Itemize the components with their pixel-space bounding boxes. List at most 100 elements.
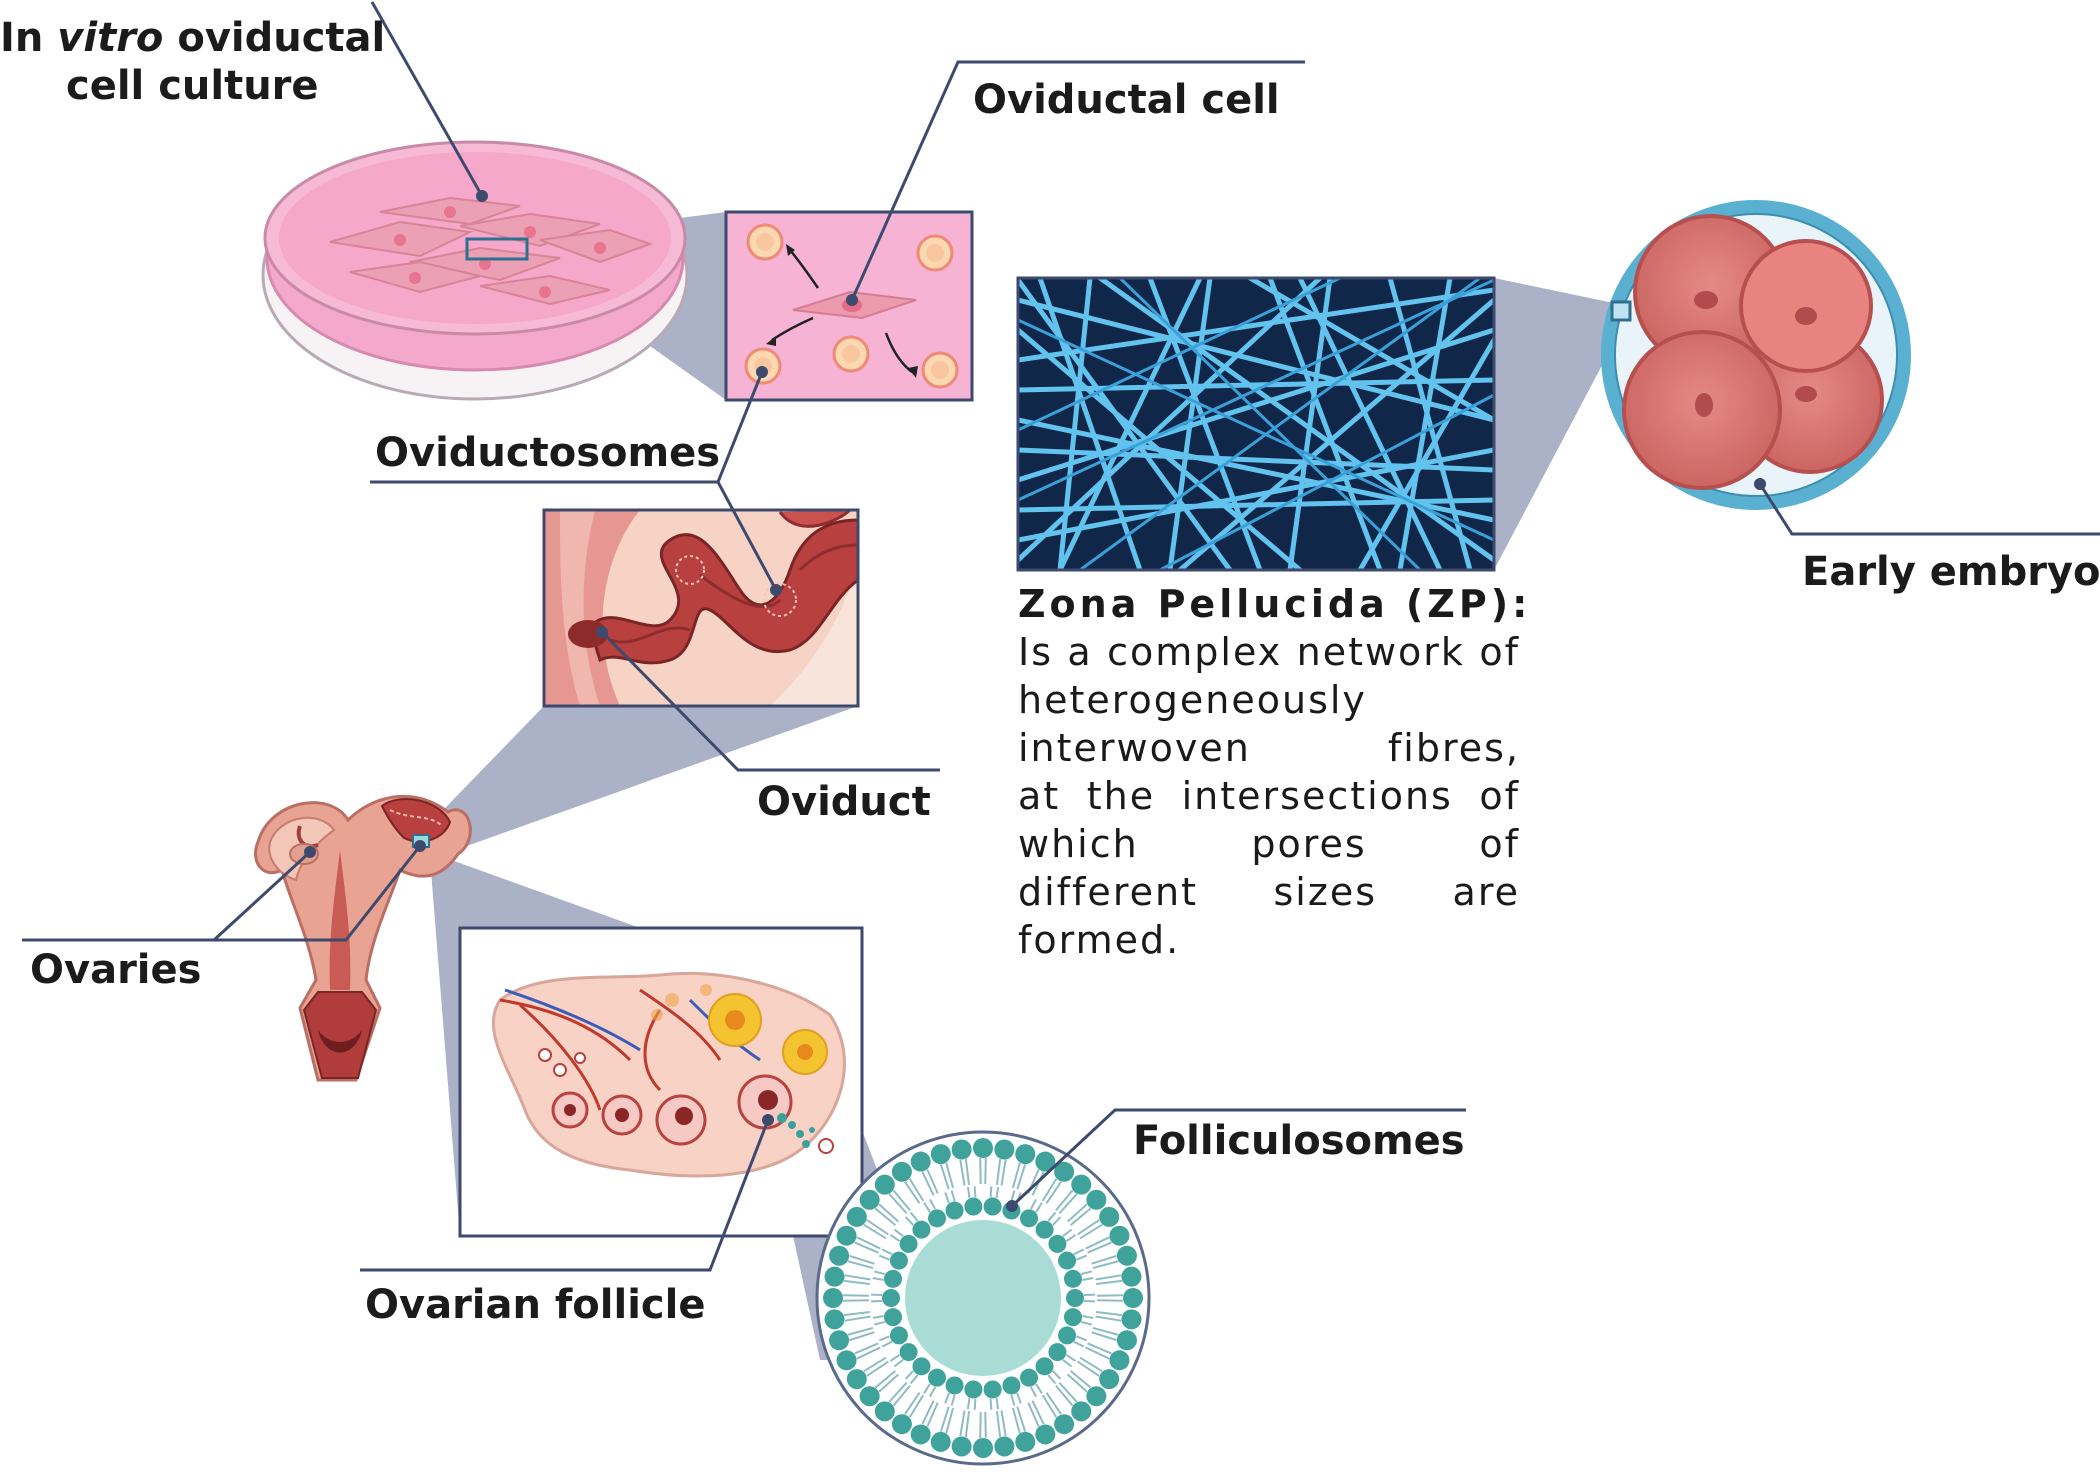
zp-line: formed. <box>1018 918 1181 962</box>
lipid-tail <box>872 1277 884 1281</box>
lipid-tail <box>964 1158 971 1185</box>
lipid-tail <box>854 1241 879 1254</box>
lipid-tail <box>944 1192 950 1204</box>
lipid-tail <box>989 1186 993 1198</box>
lipid-tail <box>1041 1394 1058 1418</box>
lipid-head <box>1099 1206 1120 1227</box>
lipid-head <box>874 1174 895 1195</box>
lipid-tail <box>908 1394 925 1418</box>
lipid-tail <box>874 1207 897 1226</box>
oviduct-zoom-cone <box>418 706 858 852</box>
lipid-head <box>912 1220 931 1239</box>
zp-line: which pores of <box>1018 822 1520 866</box>
lipid-tail <box>929 1386 937 1398</box>
lipid-tail <box>893 1228 904 1238</box>
lipid-tail <box>995 1186 1000 1199</box>
lipid-tail <box>1080 1270 1093 1276</box>
lipid-tail <box>1052 1216 1062 1226</box>
lipid-head <box>1071 1401 1092 1422</box>
oviductosome-vesicles <box>744 223 959 389</box>
lipid-head <box>930 1144 951 1165</box>
lipid-tail <box>909 1211 919 1222</box>
lipid-head <box>859 1386 880 1407</box>
zp-to-embryo-cone <box>1494 278 1628 570</box>
lipid-head <box>973 1138 993 1158</box>
lipid-head <box>889 1326 908 1345</box>
lipid-tail <box>889 1234 901 1242</box>
lipid-head <box>846 1369 867 1390</box>
lipid-tail <box>1095 1274 1122 1281</box>
early-embryo-label: Early embryo <box>1802 549 2100 595</box>
zona-pellucida-text: Is a complex network of heterogeneously … <box>1018 628 1520 964</box>
lipid-tail <box>979 1411 982 1438</box>
lipid-tail <box>1082 1277 1094 1281</box>
released-folliculosomes <box>777 1113 815 1148</box>
lipid-tail <box>847 1260 874 1270</box>
lipid-head <box>823 1288 843 1308</box>
lipid-tail <box>1091 1331 1117 1342</box>
lipid-tail <box>892 1189 911 1212</box>
lipid-tail <box>1045 1181 1062 1204</box>
lipid-head <box>1121 1309 1142 1330</box>
lipid-tail <box>866 1219 889 1236</box>
lipid-head <box>1020 1368 1038 1387</box>
lipid-tail <box>1087 1241 1112 1254</box>
lipid-head <box>1116 1330 1137 1351</box>
lipid-tail <box>964 1411 971 1438</box>
lipid-tail <box>847 1326 874 1336</box>
lipid-tail <box>921 1400 935 1425</box>
lipid-tail <box>1079 1356 1103 1373</box>
lipid-tail <box>843 1294 870 1297</box>
lipid-head <box>973 1438 993 1458</box>
lipid-tail <box>856 1236 881 1250</box>
lipid-head <box>912 1357 931 1376</box>
lipid-head <box>846 1206 867 1227</box>
lipid-tail <box>1047 1374 1057 1385</box>
zona-pellucida-description: Zona Pellucida (ZP): Is a complex networ… <box>1018 580 1527 964</box>
lipid-tail <box>944 1392 950 1404</box>
lipid-head <box>1123 1288 1143 1308</box>
lipid-head <box>928 1368 946 1387</box>
lipid-head <box>930 1431 951 1452</box>
lipid-head <box>829 1330 850 1351</box>
lipid-tail <box>881 1340 893 1348</box>
lipid-tail <box>1087 1342 1112 1355</box>
folliculosomes-label: Folliculosomes <box>1133 1118 1465 1164</box>
lipid-tail <box>1055 1384 1074 1407</box>
lipid-tail <box>1041 1178 1058 1202</box>
lipid-tail <box>1010 1190 1016 1202</box>
lipid-tail <box>1080 1320 1093 1326</box>
lipid-head <box>1121 1266 1142 1287</box>
lipid-head <box>1002 1376 1021 1395</box>
oviduct-panel <box>542 508 860 708</box>
lipid-tail <box>979 1158 982 1185</box>
lipid-tail <box>1062 1228 1073 1238</box>
lipid-head <box>1020 1209 1038 1228</box>
early-embryo <box>1601 200 1911 510</box>
lipid-head <box>1063 1269 1082 1288</box>
lipid-tail <box>1011 1162 1021 1189</box>
lipid-tail <box>854 1342 879 1355</box>
lipid-head <box>884 1269 903 1288</box>
zp-line: interwoven fibres, <box>1018 726 1520 770</box>
lipid-tail <box>1027 1402 1040 1427</box>
lipid-tail <box>1073 1340 1085 1348</box>
lipid-tail <box>1076 1335 1088 1342</box>
lipid-tail <box>950 1394 956 1406</box>
lipid-tail <box>873 1270 886 1276</box>
ovarian-follicle-label: Ovarian follicle <box>365 1282 706 1328</box>
oviductal-cell-leader <box>850 60 1305 301</box>
lipid-tail <box>888 1381 908 1403</box>
lipid-tail <box>909 1374 919 1385</box>
zp-line: heterogeneously <box>1018 678 1367 722</box>
lipid-tail <box>1000 1159 1007 1186</box>
lipid-head <box>859 1189 880 1210</box>
lipid-head <box>1048 1343 1067 1362</box>
lipid-head <box>836 1225 857 1246</box>
lipid-tail <box>1077 1219 1100 1236</box>
lipid-tail <box>1096 1294 1123 1297</box>
lipid-tail <box>966 1397 971 1410</box>
lipid-tail <box>1010 1394 1016 1406</box>
lipid-head <box>964 1380 983 1399</box>
petri-dish <box>261 140 689 401</box>
